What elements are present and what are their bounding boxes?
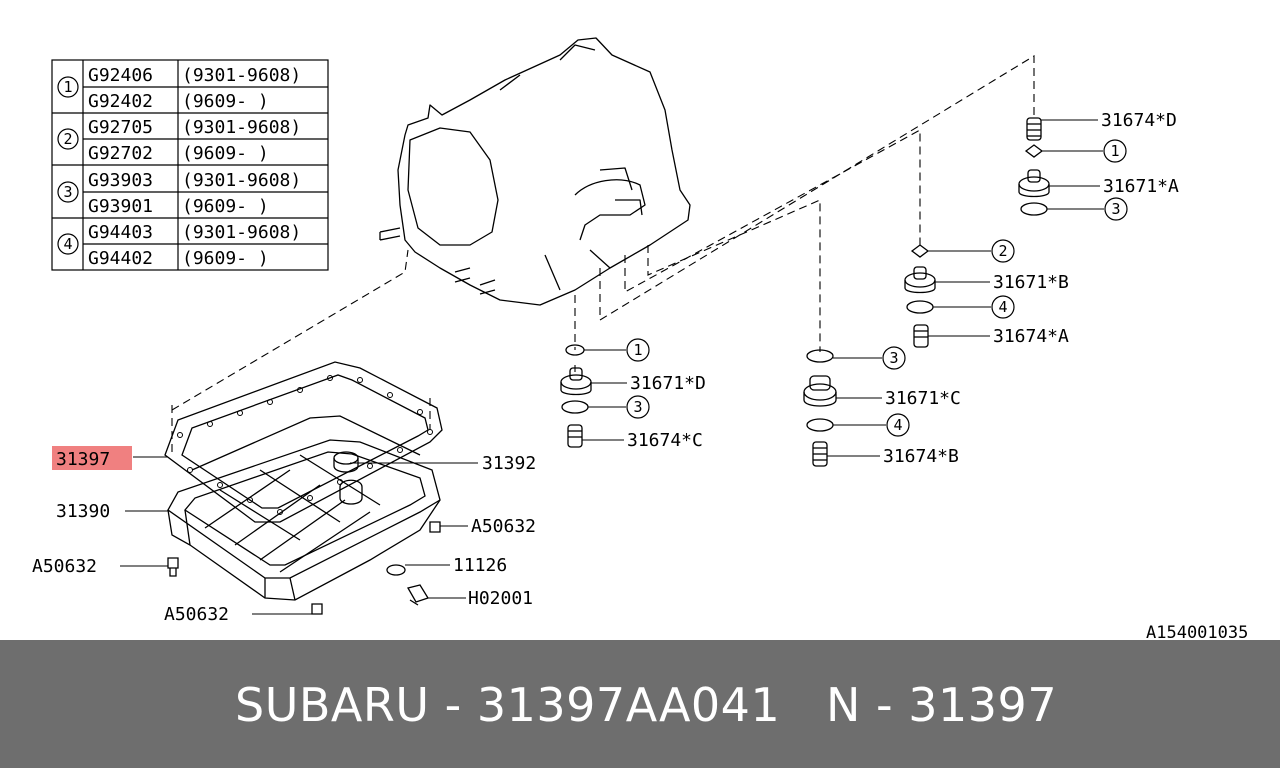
footer-brand-part: SUBARU - 31397AA041 [235, 678, 781, 732]
table-part: G94403 [88, 222, 153, 243]
callout-1: 1 [1110, 142, 1119, 160]
label-31671-c: 31671*C [885, 388, 961, 409]
guide-lines [171, 55, 1035, 455]
table-range: (9301-9608) [182, 222, 301, 243]
callout-1: 1 [633, 341, 642, 359]
table-range: (9301-9608) [182, 117, 301, 138]
table-num-2: 2 [63, 130, 72, 148]
table-range: (9609- ) [182, 143, 269, 164]
magnet-drawing [333, 451, 359, 473]
table-part: G94402 [88, 248, 153, 269]
callout-circles [626, 139, 1128, 437]
highlight-box [52, 446, 132, 470]
label-31397: 31397 [56, 449, 110, 470]
table-part: G92406 [88, 65, 153, 86]
table-range: (9609- ) [182, 91, 269, 112]
table-range: (9301-9608) [182, 65, 301, 86]
callout-4: 4 [893, 416, 902, 434]
label-11126: 11126 [453, 555, 507, 576]
table-part: G92402 [88, 91, 153, 112]
label-31671-a: 31671*A [1103, 176, 1179, 197]
table-range: (9301-9608) [182, 170, 301, 191]
label-h02001: H02001 [468, 588, 533, 609]
label-31674-d: 31674*D [1101, 110, 1177, 131]
table-range: (9609- ) [182, 248, 269, 269]
table-num-1: 1 [63, 78, 72, 96]
table-part: G93903 [88, 170, 153, 191]
callout-4: 4 [998, 298, 1007, 316]
table-text: 1 2 3 4 G92406 (9301-9608) G92402 (9609-… [63, 65, 301, 269]
callout-3: 3 [1111, 200, 1120, 218]
table-num-4: 4 [63, 235, 72, 253]
label-a50632-left: A50632 [32, 556, 97, 577]
label-31390: 31390 [56, 501, 110, 522]
part-number-table [51, 59, 329, 271]
transmission-case-drawing [379, 37, 691, 306]
callout-2: 2 [998, 242, 1007, 260]
label-31674-a: 31674*A [993, 326, 1069, 347]
footer-bar: SUBARU - 31397AA041 N - 31397 [0, 640, 1280, 768]
label-a50632-bottom: A50632 [164, 604, 229, 625]
table-part: G92705 [88, 117, 153, 138]
label-31674-c: 31674*C [627, 430, 703, 451]
table-part: G92702 [88, 143, 153, 164]
parts-diagram: 1 2 3 4 G92406 (9301-9608) G92402 (9609-… [32, 37, 1248, 640]
part-labels: 31397 31390 31392 A50632 A50632 A50632 1… [32, 110, 1248, 640]
table-range: (9609- ) [182, 196, 269, 217]
diagram-ref-code: A154001035 [1146, 623, 1248, 640]
table-part: G93901 [88, 196, 153, 217]
label-a50632-right: A50632 [471, 516, 536, 537]
table-num-3: 3 [63, 183, 72, 201]
label-31671-d: 31671*D [630, 373, 706, 394]
label-31671-b: 31671*B [993, 272, 1069, 293]
label-31392: 31392 [482, 453, 536, 474]
footer-ref: N - 31397 [826, 678, 1058, 732]
oil-pan-drawing [167, 439, 441, 601]
leader-lines [120, 119, 1104, 615]
callout-3: 3 [889, 349, 898, 367]
callout-3: 3 [633, 398, 642, 416]
label-31674-b: 31674*B [883, 446, 959, 467]
